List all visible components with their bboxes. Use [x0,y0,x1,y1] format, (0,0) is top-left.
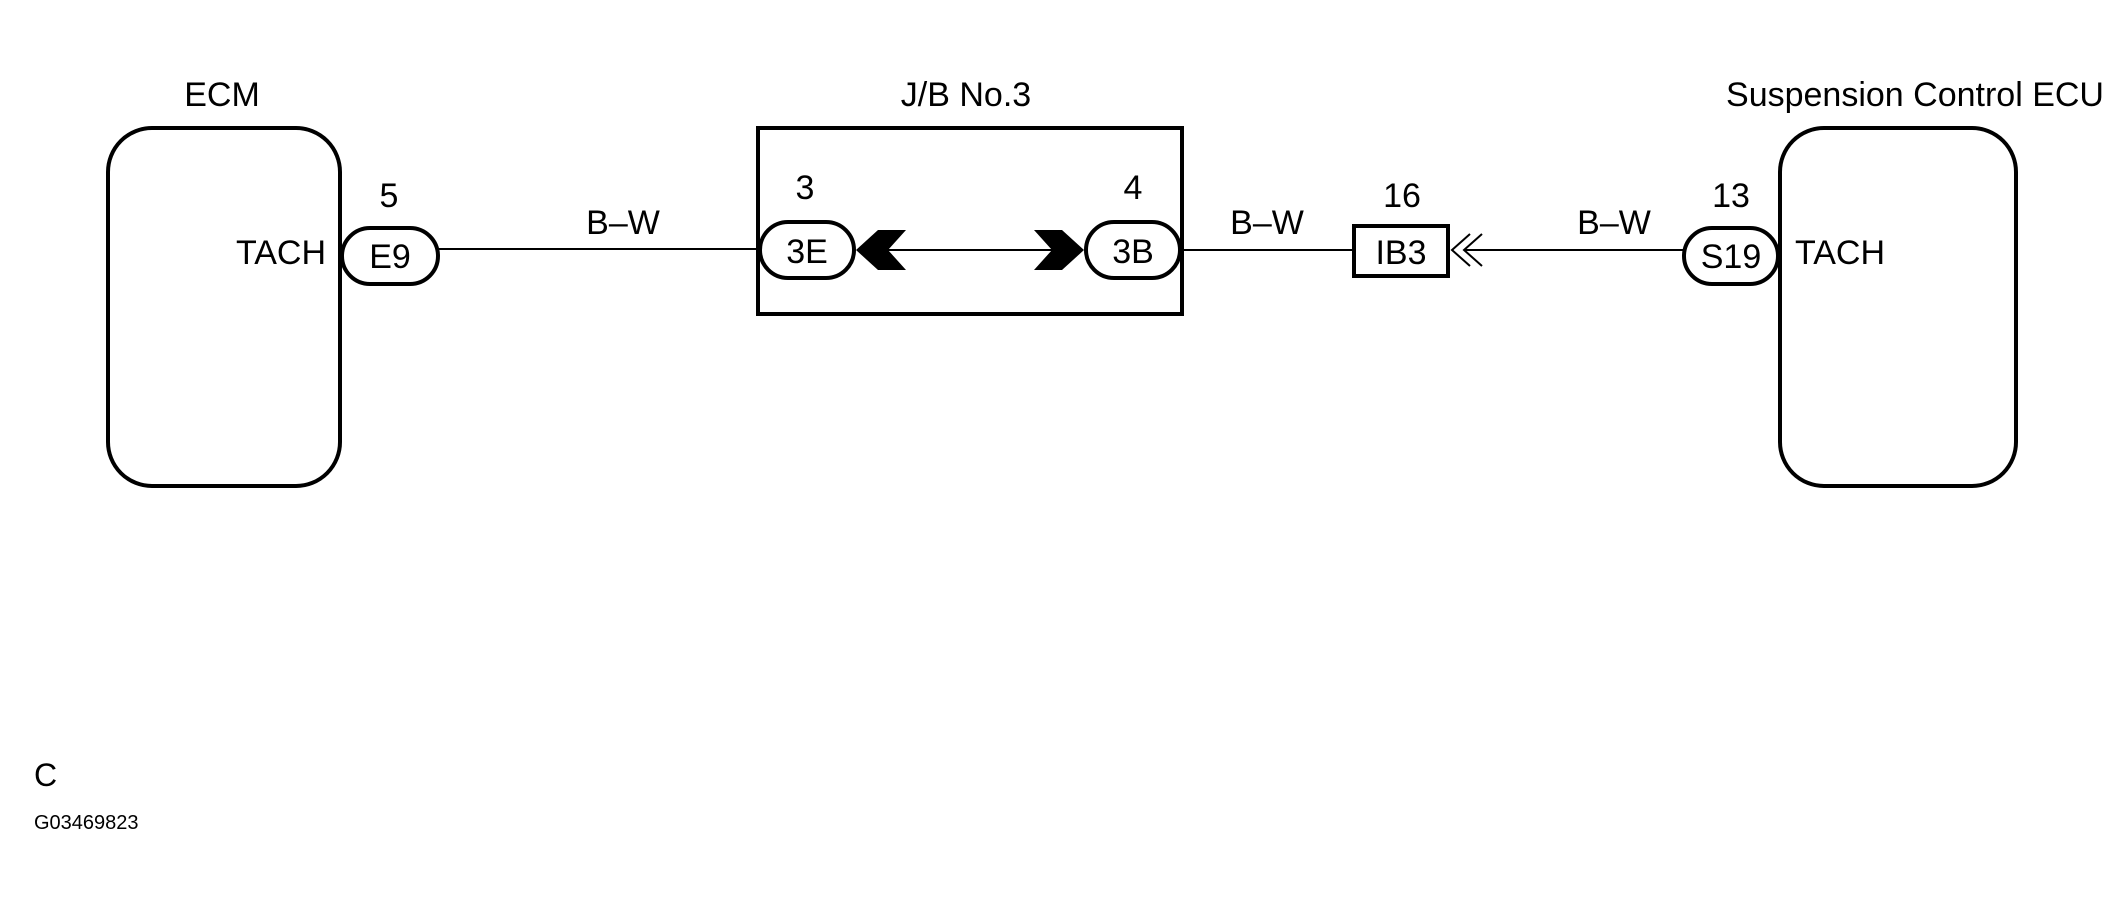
connector-3e-shape [758,220,856,280]
connector-3e-pin: 3 [796,169,815,207]
connector-3e-marker-icon [856,230,906,270]
wire-1-color-label: B–W [586,204,660,242]
suspension-ecu-terminal-label: TACH [1795,234,1885,272]
connector-ib3-shape [1352,224,1450,278]
wire-2-color-label: B–W [1230,204,1304,242]
suspension-ecu-label: Suspension Control ECU [1726,76,2104,114]
junction-block-body [756,126,1184,316]
connector-s19-label: S19 [1701,238,1762,276]
connector-e9-label: E9 [369,238,411,276]
connector-3b-marker-icon [1034,230,1084,270]
ecm-label: ECM [184,76,260,114]
connector-e9: 5 E9 [340,177,440,286]
footer-code: C [34,757,57,793]
connector-3e-label: 3E [786,233,828,271]
suspension-ecu-component: Suspension Control ECU TACH [1726,76,2104,488]
connector-3b-label: 3B [1112,233,1154,271]
connector-3b-pin: 4 [1124,169,1143,207]
connector-ib3: 16 IB3 [1352,177,1483,278]
ecm-component: ECM TACH [106,76,342,488]
wire-3-color-label: B–W [1577,204,1651,242]
suspension-ecu-body [1778,126,2018,488]
connector-s19: 13 S19 [1682,177,1780,286]
connector-e9-shape [340,226,440,286]
junction-block: J/B No.3 3 3E 4 3B [756,76,1184,316]
ecm-body [106,126,342,488]
connector-s19-pin: 13 [1712,177,1750,215]
junction-block-label: J/B No.3 [901,76,1031,114]
figure-id: G03469823 [34,812,139,834]
connector-ib3-pin: 16 [1383,177,1421,215]
ecm-terminal-label: TACH [236,234,326,272]
connector-ib3-label: IB3 [1375,234,1426,272]
connector-e9-pin: 5 [380,177,399,215]
